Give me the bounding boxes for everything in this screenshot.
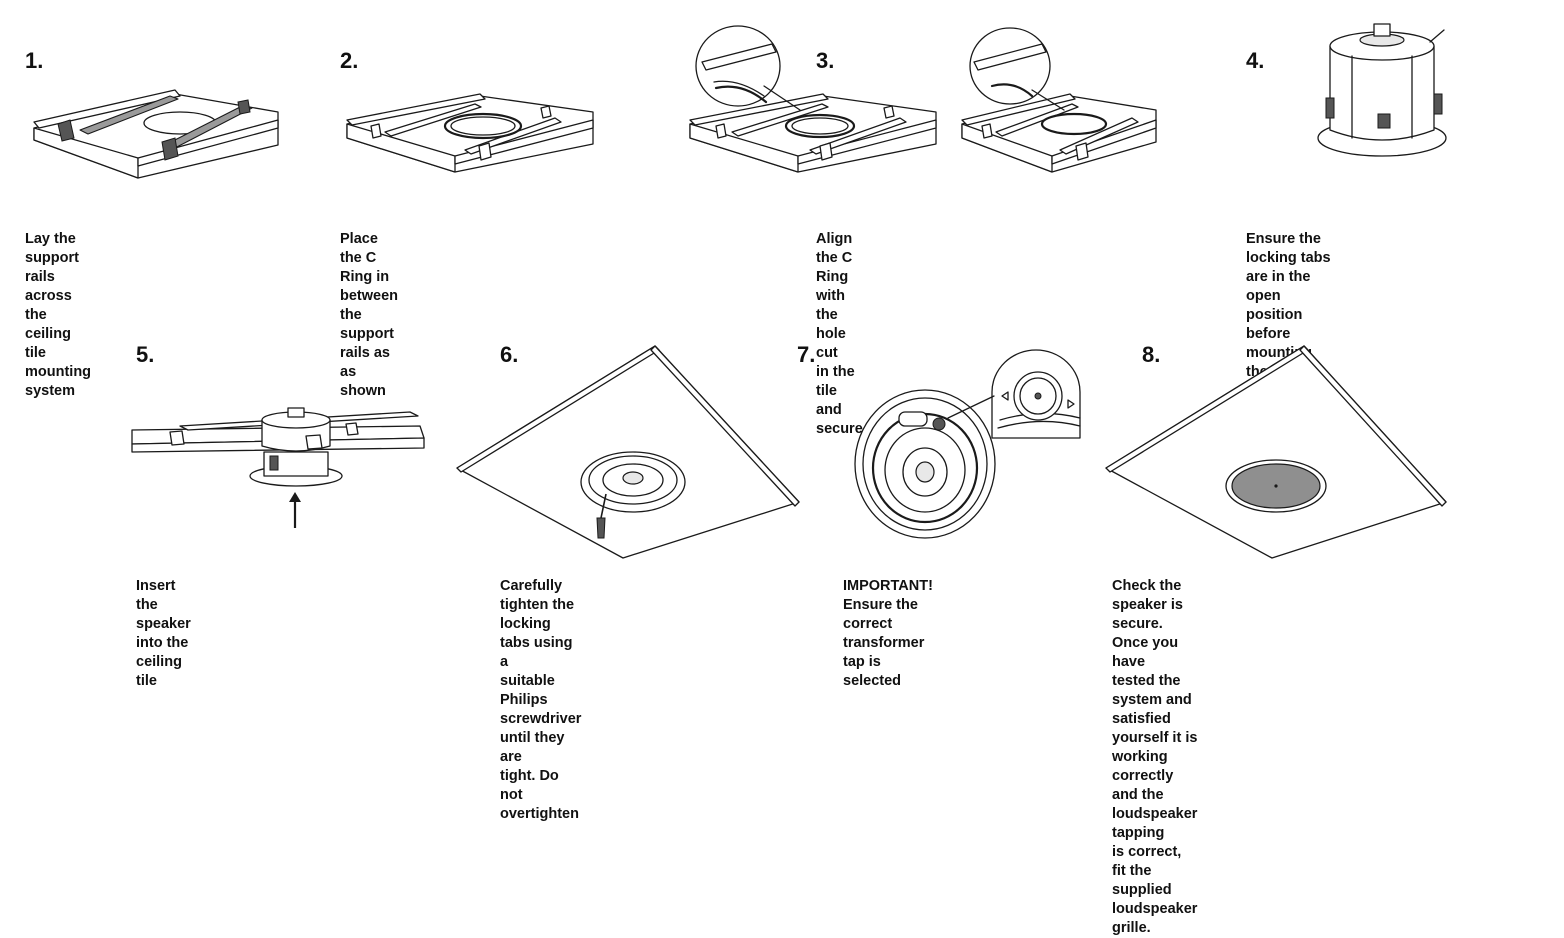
ceiling-tile-icon [1104,346,1450,560]
ceiling-tile-rails-icon [130,404,426,496]
ceiling-tile-rails-icon [960,94,1160,174]
step-caption: Check the speaker is secure. Once you ha… [1112,578,1198,936]
loudspeaker-can-icon [1312,18,1452,158]
step-number: 2. [340,48,359,73]
transformer-tap-dial-icon [930,358,1080,438]
step-number: 8. [1142,342,1161,367]
ceiling-tile-rails-icon [30,90,282,180]
step-caption: Insert the speaker into the ceiling tile [136,578,191,689]
screwdriver-icon [592,494,612,542]
step-number: 7. [797,342,816,367]
loudspeaker-front-icon [853,388,999,540]
insert-arrow-icon [289,492,301,528]
ceiling-tile-rails-icon [345,94,595,174]
step-number: 3. [816,48,835,73]
step-caption: Lay the support rails across the ceiling… [25,231,92,399]
ceiling-tile-icon [455,346,803,560]
zoom-detail-icon [694,22,804,114]
step-number: 5. [136,342,155,367]
step-number: 6. [500,342,519,367]
step-caption: Carefully tighten the locking tabs using… [500,578,582,822]
step-caption: IMPORTANT! Ensure the correct transforme… [843,578,933,689]
step-number: 4. [1246,48,1265,73]
zoom-detail-icon [968,24,1068,114]
step-number: 1. [25,48,44,73]
step-caption: Align the C Ring with the hole cut in th… [816,231,863,437]
step-caption: Place the C Ring in between the support … [340,231,399,399]
ceiling-tile-rails-icon [688,94,940,176]
